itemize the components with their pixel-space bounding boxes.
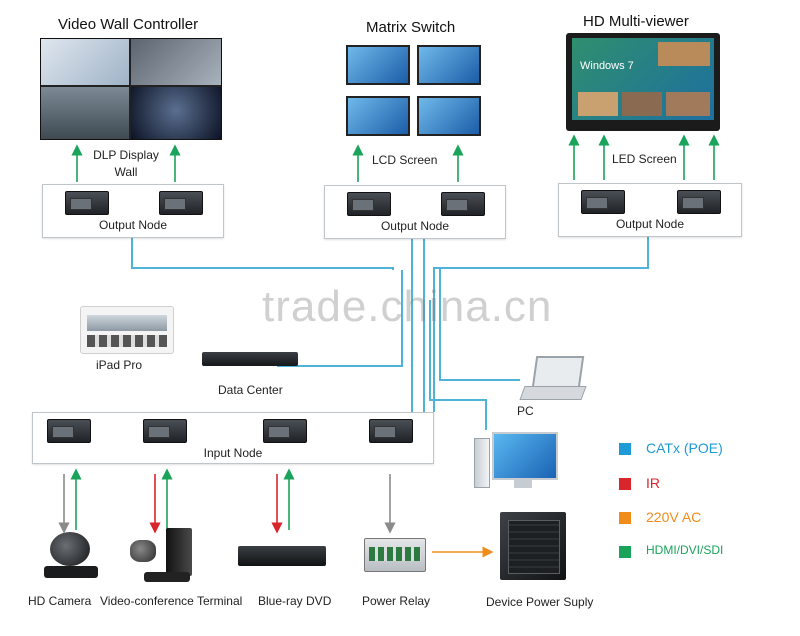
legend-swatch bbox=[619, 546, 631, 558]
power-relay-label: Power Relay bbox=[362, 594, 431, 608]
power-relay-image bbox=[364, 538, 426, 572]
multiviewer-title: HD Multi-viewer bbox=[583, 13, 689, 30]
node-device bbox=[677, 190, 721, 214]
output-node-box-2: Output Node bbox=[324, 185, 506, 239]
catx-lines bbox=[131, 235, 649, 430]
output-node-box-1: Output Node bbox=[42, 184, 224, 238]
datacenter-image bbox=[202, 352, 298, 366]
node-device bbox=[441, 192, 485, 216]
laptop-image bbox=[519, 356, 587, 402]
node-device bbox=[159, 191, 203, 215]
output-node-label: Output Node bbox=[98, 218, 168, 232]
node-device bbox=[143, 419, 187, 443]
power-supply-label: Device Power Suply bbox=[486, 595, 594, 609]
pc-label: PC bbox=[517, 404, 534, 418]
legend-label: 220V AC bbox=[646, 509, 702, 525]
node-device bbox=[65, 191, 109, 215]
video-wall-title: Video Wall Controller bbox=[58, 16, 199, 33]
input-node-box: Input Node bbox=[32, 412, 434, 464]
bluray-image bbox=[238, 546, 326, 566]
node-device bbox=[347, 192, 391, 216]
legend-swatch bbox=[619, 443, 631, 455]
legend-swatch bbox=[619, 512, 631, 524]
multiviewer-monitor: Windows 7 bbox=[566, 33, 720, 131]
node-device bbox=[581, 190, 625, 214]
legend-swatch bbox=[619, 478, 631, 490]
desktop-pc-image bbox=[474, 432, 558, 492]
legend-label: CATx (POE) bbox=[646, 440, 723, 456]
video-wall-screen bbox=[40, 38, 222, 140]
power-supply-image bbox=[500, 512, 566, 580]
lcd-label: LCD Screen bbox=[372, 153, 438, 167]
legend-label: HDMI/DVI/SDI bbox=[646, 543, 724, 557]
input-node-label: Input Node bbox=[203, 446, 263, 460]
hd-camera-image bbox=[44, 532, 98, 580]
bluray-label: Blue-ray DVD bbox=[258, 594, 332, 608]
watermark: trade.china.cn bbox=[262, 282, 553, 331]
node-device bbox=[263, 419, 307, 443]
video-conf-image bbox=[130, 528, 196, 584]
output-node-label: Output Node bbox=[615, 217, 685, 231]
windows-logo-text: Windows 7 bbox=[580, 60, 634, 72]
video-conf-label: Video-conference Terminal bbox=[100, 594, 243, 608]
led-label: LED Screen bbox=[612, 152, 677, 166]
ipad-label: iPad Pro bbox=[96, 358, 143, 372]
node-device bbox=[369, 419, 413, 443]
datacenter-label: Data Center bbox=[218, 383, 283, 397]
legend-label: IR bbox=[646, 475, 660, 491]
matrix-switch-title: Matrix Switch bbox=[366, 19, 456, 36]
node-device bbox=[47, 419, 91, 443]
hd-camera-label: HD Camera bbox=[28, 594, 92, 608]
output-node-label: Output Node bbox=[380, 219, 450, 233]
dlp-label: DLP Display Wall bbox=[93, 148, 159, 179]
ipad-image bbox=[80, 306, 174, 354]
output-node-box-3: Output Node bbox=[558, 183, 742, 237]
